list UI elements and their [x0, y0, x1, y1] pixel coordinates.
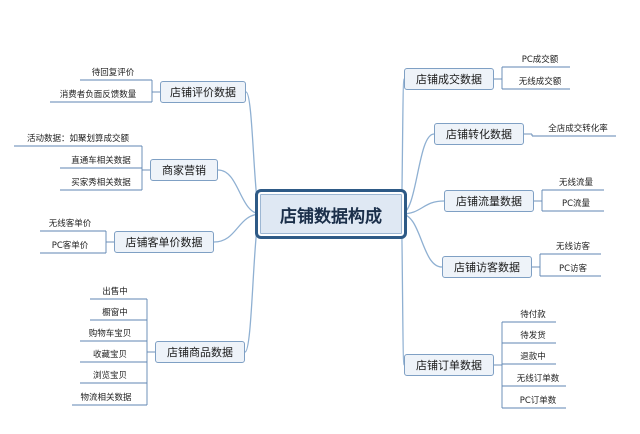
leaf-mobile-gmv: 无线成交额: [518, 77, 562, 87]
connector-branch-avg-order-value: [213, 213, 262, 243]
leaf-pc-orders: PC订单数: [519, 396, 557, 406]
branch-avg-order-value: 店铺客单价数据: [114, 231, 214, 253]
leaf-pending-reviews: 待回复评价: [91, 68, 135, 78]
connector-branch-traffic-data: [400, 200, 445, 215]
leaf-mobile-visitors: 无线访客: [555, 242, 590, 252]
leaf-negative-feedback: 消费者负面反馈数量: [59, 90, 137, 100]
connector-branch-visitor-data: [400, 213, 443, 268]
leaf-mobile-orders: 无线订单数: [516, 374, 560, 384]
leaf-mobile-avg-price: 无线客单价: [48, 219, 92, 229]
leaf-showcase: 橱窗中: [102, 308, 128, 318]
branch-transaction-data: 店铺成交数据: [404, 68, 494, 90]
branch-product-data: 店铺商品数据: [155, 341, 245, 363]
leaf-pc-visitors: PC访客: [558, 264, 588, 274]
leaf-cart-items: 购物车宝贝: [88, 329, 132, 339]
leaf-pc-avg-price: PC客单价: [51, 241, 89, 251]
leaf-store-conversion-rate: 全店成交转化率: [548, 124, 608, 134]
leaf-buyer-show-data: 买家秀相关数据: [71, 178, 131, 188]
leaf-refunding: 退款中: [520, 352, 546, 362]
leaf-on-sale: 出售中: [102, 287, 128, 297]
leaf-campaign-data: 活动数据：如聚划算成交额: [26, 134, 129, 144]
leaf-pc-gmv: PC成交额: [521, 55, 559, 65]
leaf-pending-shipment: 待发货: [520, 331, 546, 341]
branch-merchant-marketing: 商家营销: [150, 159, 218, 181]
leaf-mobile-traffic: 无线流量: [558, 178, 593, 188]
leaf-pending-payment: 待付款: [520, 310, 546, 320]
branch-conversion-data: 店铺转化数据: [434, 123, 524, 145]
center-node: 店铺数据构成: [255, 189, 407, 239]
branch-order-data: 店铺订单数据: [404, 354, 494, 376]
leaf-browsed-items: 浏览宝贝: [92, 371, 127, 381]
leaf-ztc-data: 直通车相关数据: [71, 156, 131, 166]
leaf-favorite-items: 收藏宝贝: [92, 350, 127, 360]
leaf-logistics-data: 物流相关数据: [80, 393, 132, 403]
branch-traffic-data: 店铺流量数据: [444, 190, 534, 212]
branch-visitor-data: 店铺访客数据: [442, 256, 532, 278]
branch-store-reviews: 店铺评价数据: [160, 81, 246, 103]
leaf-pc-traffic: PC流量: [561, 199, 591, 209]
